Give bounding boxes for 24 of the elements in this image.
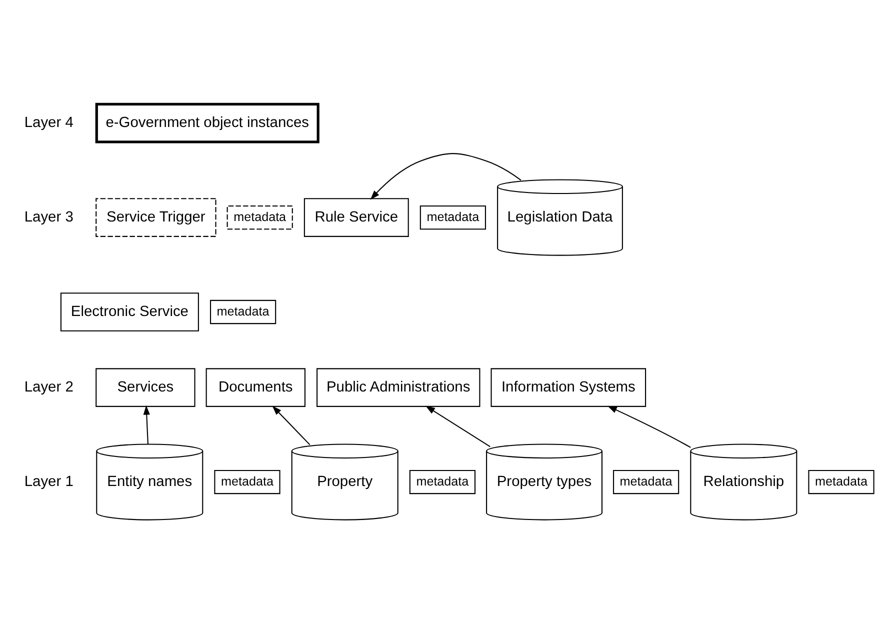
arrow [426, 406, 490, 448]
node-box: metadata [420, 205, 486, 230]
arrow [272, 406, 310, 446]
node-box: Electronic Service [60, 292, 199, 332]
node-box: metadata [808, 470, 874, 494]
label: Layer 4 [24, 114, 74, 131]
arrow [143, 405, 150, 444]
label: Layer 1 [24, 474, 74, 490]
node-box: Documents [206, 368, 306, 407]
node-box: metadata [214, 470, 280, 494]
node-box: metadata [210, 300, 276, 324]
node-box: Information Systems [490, 368, 646, 407]
node-box: metadata [409, 470, 476, 494]
label: Layer 3 [24, 209, 74, 226]
node-box: e-Government object instances [95, 102, 320, 144]
arrow [370, 153, 522, 200]
arrow [607, 406, 691, 448]
label: Layer 2 [24, 379, 74, 396]
node-box: Service Trigger [96, 198, 216, 237]
node-box: metadata [226, 205, 293, 230]
node-box: metadata [613, 470, 680, 494]
node-box: Rule Service [304, 198, 409, 237]
node-box: Public Administrations [316, 368, 480, 407]
node-box: Services [96, 368, 196, 407]
